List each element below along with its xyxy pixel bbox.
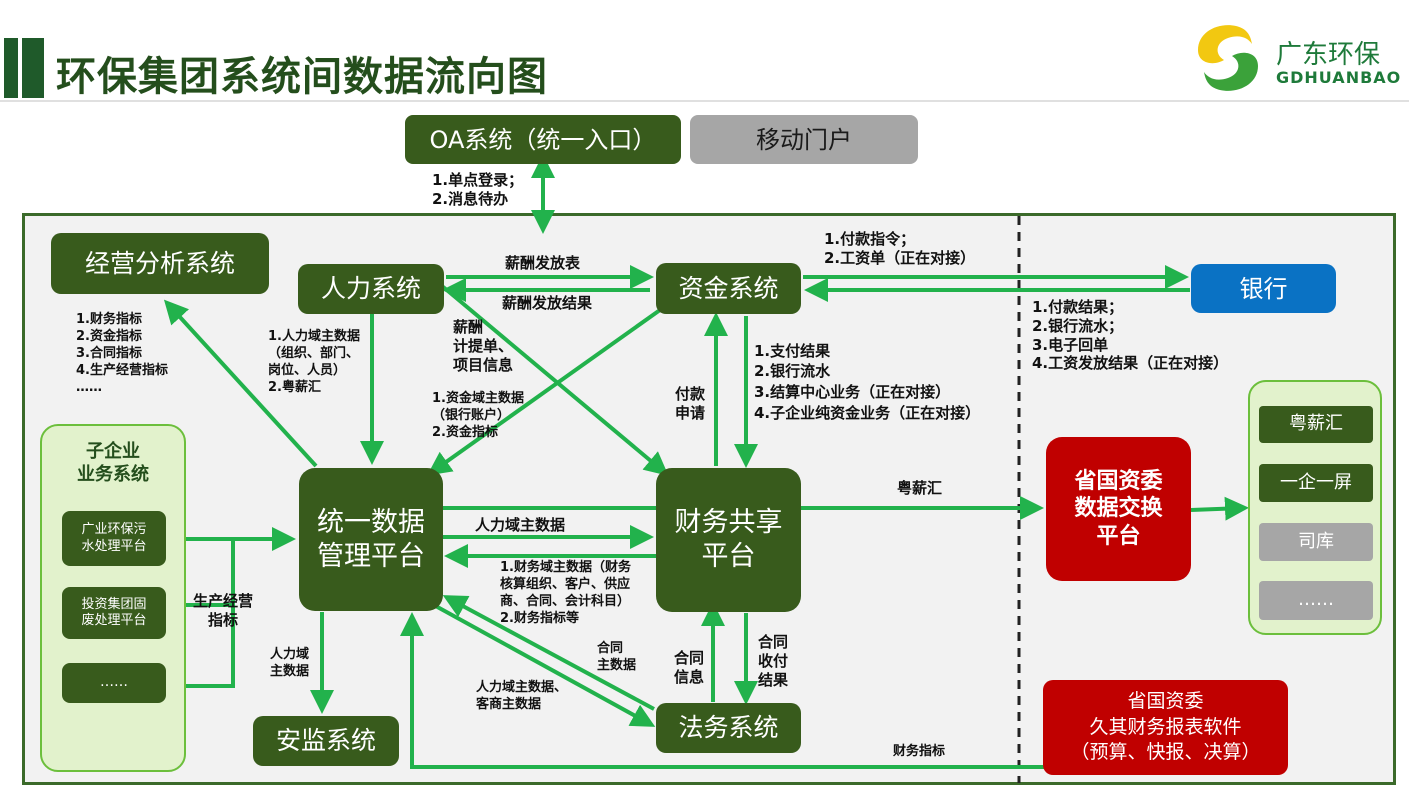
target-item[interactable]: …… — [1259, 581, 1373, 620]
report-line1: 省国资委 — [1127, 690, 1204, 713]
logo-icon — [1198, 25, 1258, 91]
sasac-exchange-platform[interactable]: 省国资委 数据交换 平台 — [1046, 437, 1191, 581]
label-contract-master: 合同 主数据 — [597, 641, 637, 673]
target-item[interactable]: 一企一屏 — [1259, 464, 1373, 502]
arrow-sub-more — [166, 539, 235, 688]
label-hr-domain-master: 人力域主数据 — [475, 516, 566, 534]
arrow-fin-indicator — [400, 612, 1044, 769]
subsidiary-title-line2: 业务系统 — [77, 464, 149, 486]
label-fss-fund-2: 2.银行流水 — [754, 362, 831, 380]
logo-name: 广东环保 — [1276, 40, 1381, 70]
target-item[interactable]: 粤薪汇 — [1259, 406, 1373, 443]
label-fss-fund-1: 1.支付结果 — [754, 342, 831, 360]
label-salary-result: 薪酬发放结果 — [502, 294, 593, 312]
fss-line1: 财务共享 — [674, 507, 783, 539]
subsidiary-item[interactable]: 广业环保污 水处理平台 — [62, 511, 166, 566]
label-oa-link: 1.单点登录； 2.消息待办 — [432, 171, 524, 208]
arrow-analysis — [163, 299, 318, 468]
subsidiary-title: 子企业 业务系统 — [40, 440, 186, 487]
label-bank-fund: 1.付款结果； 2.银行流水； 3.电子回单 4.工资发放结果（正在对接） — [1032, 298, 1229, 373]
label-production-metrics: 生产经营 指标 — [193, 592, 254, 629]
header-divider — [0, 100, 1409, 102]
sasac-line2: 数据交换 — [1074, 496, 1163, 522]
bank[interactable]: 银行 — [1191, 264, 1336, 313]
label-payment-request: 付款 申请 — [675, 385, 706, 422]
label-analysis-metrics: 1.财务指标 2.资金指标 3.合同指标 4.生产经营指标 …… — [76, 312, 168, 395]
arrow-fund-udm — [427, 308, 662, 476]
label-salary-table: 薪酬发放表 — [505, 254, 581, 272]
logo-english: GDHUANBAO — [1276, 68, 1402, 87]
report-line3: （预算、快报、决算） — [1070, 741, 1261, 764]
safety-system[interactable]: 安监系统 — [253, 716, 399, 766]
arrow-hr-fss — [440, 284, 669, 476]
mobile-portal[interactable]: 移动门户 — [690, 115, 918, 164]
title-accent-bar — [4, 38, 18, 98]
page-title: 环保集团系统间数据流向图 — [56, 54, 548, 100]
subsidiary-title-line1: 子企业 — [86, 441, 140, 462]
sasac-report-software[interactable]: 省国资委 久其财务报表软件 （预算、快报、决算） — [1043, 680, 1288, 775]
subsidiary-item[interactable]: 投资集团固 废处理平台 — [62, 587, 166, 639]
title-accent-bar — [22, 38, 44, 98]
udm-line1: 统一数据 — [317, 506, 425, 538]
label-salary-accrual: 薪酬 计提单、 项目信息 — [453, 318, 514, 374]
arrow-udm-legal — [431, 602, 656, 727]
label-hr-master: 1.人力域主数据 （组织、部门、 岗位、人员） 2.粤薪汇 — [268, 329, 360, 395]
oa-system[interactable]: OA系统（统一入口） — [405, 115, 681, 164]
label-contract-payment: 合同 收付 结果 — [758, 633, 789, 689]
fss-line2: 平台 — [701, 541, 756, 572]
label-fin-master: 1.财务域主数据（财务 核算组织、客户、供应 商、合同、会计科目） 2.财务指标… — [500, 560, 631, 626]
finance-sharing-platform[interactable]: 财务共享 平台 — [656, 468, 801, 612]
sasac-line3: 平台 — [1096, 523, 1141, 549]
label-fss-fund-4: 4.子企业纯资金业务（正在对接） — [754, 404, 981, 422]
target-item[interactable]: 司库 — [1259, 523, 1373, 561]
label-fund-bank: 1.付款指令； 2.工资单（正在对接） — [824, 230, 976, 267]
label-fss-fund-3: 3.结算中心业务（正在对接） — [754, 383, 951, 401]
label-fund-master: 1.资金域主数据 （银行账户） 2.资金指标 — [432, 391, 524, 440]
report-line2: 久其财务报表软件 — [1089, 715, 1242, 738]
label-hr-customer-master: 人力域主数据、 客商主数据 — [476, 680, 568, 712]
legal-system[interactable]: 法务系统 — [656, 703, 801, 753]
arrow-sasac-targets — [1190, 496, 1249, 521]
label-yuexinhui: 粤薪汇 — [897, 479, 943, 497]
udm-line2: 管理平台 — [317, 540, 425, 572]
arrow-legal-udm — [442, 595, 655, 711]
unified-data-platform[interactable]: 统一数据 管理平台 — [299, 468, 443, 611]
subsidiary-item[interactable]: …… — [62, 663, 166, 703]
hr-system[interactable]: 人力系统 — [298, 264, 444, 314]
fund-system[interactable]: 资金系统 — [656, 263, 801, 314]
analysis-system[interactable]: 经营分析系统 — [51, 233, 269, 294]
label-contract-info: 合同 信息 — [674, 649, 705, 686]
sasac-line1: 省国资委 — [1074, 468, 1163, 494]
label-fin-indicator: 财务指标 — [893, 744, 946, 759]
label-hr-domain-short: 人力域 主数据 — [270, 647, 310, 679]
